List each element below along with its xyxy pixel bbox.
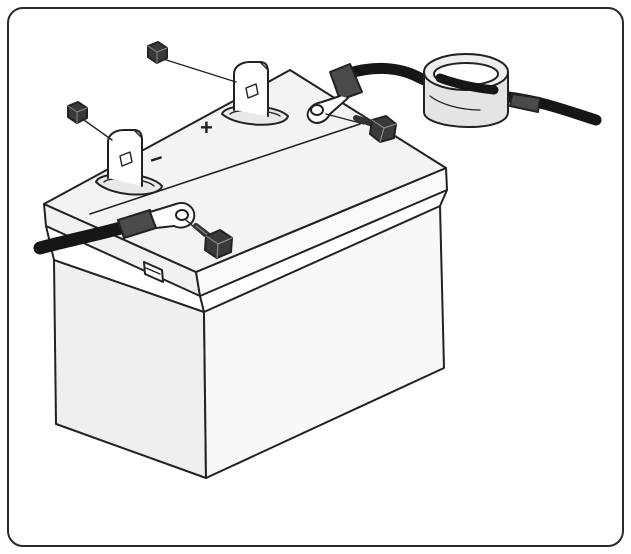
ferrite-ring-icon bbox=[423, 53, 541, 128]
battery-side-face bbox=[203, 205, 445, 479]
battery-front-face bbox=[53, 259, 207, 479]
battery-vent-clip bbox=[143, 261, 164, 283]
negative-terminal bbox=[95, 129, 163, 196]
bolt-icon bbox=[193, 223, 233, 259]
positive-terminal bbox=[221, 61, 289, 126]
positive-sign-label: + bbox=[200, 115, 213, 140]
cable-icon bbox=[33, 202, 205, 255]
nut-icon bbox=[147, 41, 237, 83]
bolt-icon bbox=[353, 115, 397, 143]
positive-bolt bbox=[369, 115, 397, 143]
nut-icon bbox=[67, 101, 113, 141]
negative-cable bbox=[33, 219, 135, 255]
